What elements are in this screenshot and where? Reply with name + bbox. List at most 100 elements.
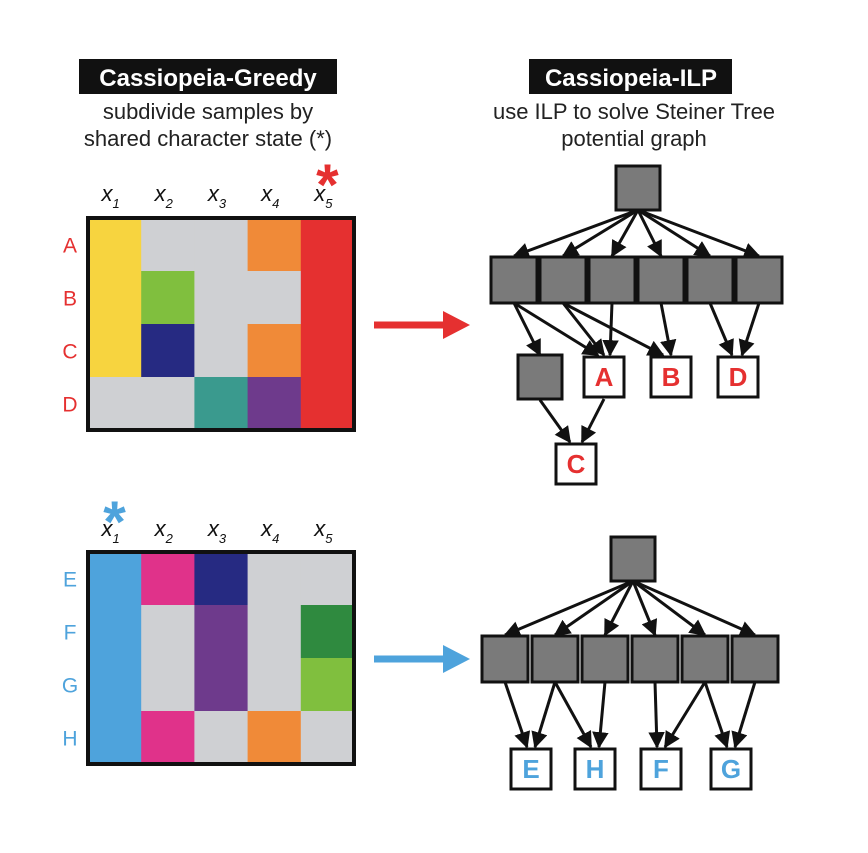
matrix-top-cell-A-1 (88, 218, 142, 272)
tree-bottom-edge-5 (648, 681, 665, 749)
matrix-top-cell-C-3 (194, 324, 249, 378)
matrix-bottom-cell-F-2 (141, 605, 195, 659)
greedy-title-bg (79, 59, 337, 94)
matrix-top-column-label-2: x2 (154, 181, 174, 211)
matrix-bottom-cell-G-5 (300, 658, 355, 712)
tree-top-edge-9 (538, 399, 572, 444)
matrix-top-cell-B-4 (247, 271, 302, 325)
matrix-bottom-cell-F-1 (88, 605, 142, 659)
matrix-top-cell-C-2 (141, 324, 195, 378)
matrix-top-cell-D-1 (88, 377, 142, 431)
tree-bottom-internal-node-6 (730, 634, 780, 684)
tree-top-internal-node-5 (685, 255, 735, 305)
matrix-bottom-cell-E-1 (88, 552, 142, 606)
matrix-bottom-cell-F-3 (194, 605, 249, 659)
tree-top-leaf-D-box (716, 355, 760, 399)
tree-bottom-edge-8 (731, 681, 757, 749)
tree-top-leaf-A-box (582, 355, 626, 399)
tree-top-internal-node-3 (587, 255, 637, 305)
tree-bottom-edge-root-4 (631, 580, 658, 637)
matrix-top-cell-A-2 (141, 218, 195, 272)
matrix-top-row-label-C: C (62, 341, 77, 364)
greedy-subtitle-line1: subdivide samples by (103, 99, 313, 124)
tree-bottom-root-node (609, 535, 657, 583)
arrow-bottom (374, 645, 470, 673)
tree-bottom-leaf-E-box (509, 747, 553, 791)
tree-bottom-edge-3 (553, 681, 593, 749)
tree-top-edge-1 (512, 302, 542, 357)
tree-top-edge-10 (580, 398, 606, 444)
matrix-bottom-cell-H-1 (88, 711, 142, 765)
tree-top-edge-6 (659, 302, 677, 357)
matrix-bottom-cell-F-5 (300, 605, 355, 659)
matrix-bottom-cell-G-1 (88, 658, 142, 712)
matrix-top-cell-C-4 (247, 324, 302, 378)
matrix-bottom-border (86, 550, 356, 766)
matrix-bottom-column-label-4: x4 (260, 516, 279, 546)
matrix-bottom-column-label-2: x2 (154, 516, 174, 546)
tree-top-internal-node-2 (538, 255, 588, 305)
tree-top-internal-node-1 (489, 255, 539, 305)
ilp-title-bg (529, 59, 732, 94)
tree-bottom-edge-6 (663, 681, 707, 749)
tree-bottom-edge-root-2 (553, 579, 634, 637)
matrix-top-row-label-D: D (62, 394, 77, 417)
tree-bottom-edge-root-3 (603, 580, 635, 637)
tree-top-edge-root-6 (637, 208, 761, 259)
tree-bottom-edge-root-1 (503, 579, 634, 637)
matrix-top-cell-A-5 (300, 218, 355, 272)
matrix-top-star: * (316, 153, 339, 218)
matrix-bottom-cell-H-3 (194, 711, 249, 765)
arrow-top (374, 311, 470, 339)
greedy-subtitle-line2: shared character state (*) (84, 126, 332, 151)
matrix-bottom-row-label-G: G (62, 675, 78, 698)
matrix-top-cell-D-5 (300, 377, 355, 431)
matrix-bottom-cell-E-3 (194, 552, 249, 606)
tree-bottom-leaf-H-label: H (586, 754, 605, 784)
matrix-bottom-row-label-F: F (64, 622, 77, 645)
greedy-header: Cassiopeia-Greedy subdivide samples by s… (79, 59, 337, 151)
matrix-bottom-star: * (103, 490, 126, 555)
tree-top-edge-root-4 (636, 209, 663, 258)
tree-top-edge-4 (562, 301, 665, 357)
tree-bottom-edge-2 (531, 681, 557, 749)
matrix-top-column-label-3: x3 (207, 181, 227, 211)
tree-bottom-internal-node-2 (530, 634, 580, 684)
matrix-top-cell-B-5 (300, 271, 355, 325)
matrix-bottom-cell-E-2 (141, 552, 195, 606)
tree-top-edge-7 (708, 302, 734, 357)
matrix-bottom-row-label-H: H (62, 728, 77, 751)
tree-top-edge-2 (513, 301, 600, 357)
tree-bottom-edge-7 (703, 681, 731, 749)
matrix-bottom-cell-E-5 (300, 552, 355, 606)
tree-top-leaf-B-label: B (662, 362, 681, 392)
tree-bottom-leaf-F-label: F (653, 754, 669, 784)
tree-bottom-internal-node-5 (680, 634, 730, 684)
tree-top-unobserved-node (516, 353, 564, 401)
tree-top-root-node (614, 164, 662, 212)
tree-top-edge-root-5 (637, 208, 712, 258)
tree-top-leaf-A-label: A (595, 362, 614, 392)
tree-bottom-edge-1 (503, 681, 531, 749)
matrix-bottom-row-label-E: E (63, 569, 77, 592)
matrix-top-column-label-4: x4 (260, 181, 279, 211)
matrix-bottom-cell-G-2 (141, 658, 195, 712)
tree-top-internal-node-6 (734, 255, 784, 305)
matrix-top-cell-C-1 (88, 324, 142, 378)
matrix-top-cell-B-1 (88, 271, 142, 325)
matrix-top-row-label-A: A (63, 235, 77, 258)
matrix-top-cell-D-2 (141, 377, 195, 431)
tree-top-leaf-B-box (649, 355, 693, 399)
matrix-bottom-cell-E-4 (247, 552, 302, 606)
matrix-top-cell-D-4 (247, 377, 302, 431)
tree-bottom-edge-4 (592, 681, 609, 749)
tree-top-edge-8 (738, 302, 761, 357)
ilp-subtitle-line1: use ILP to solve Steiner Tree (493, 99, 775, 124)
matrix-top-cell-B-2 (141, 271, 195, 325)
matrix-bottom-cell-H-2 (141, 711, 195, 765)
tree-bottom-internal-node-1 (480, 634, 530, 684)
